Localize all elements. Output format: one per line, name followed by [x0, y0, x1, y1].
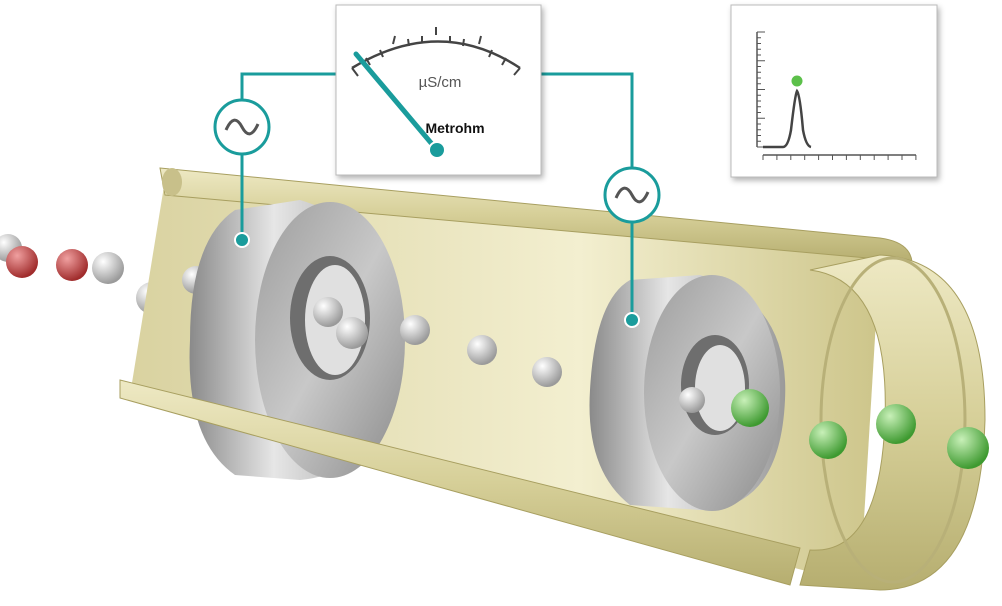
- right-electrode-ring: [589, 275, 786, 511]
- tube-lower-edge: [119, 379, 801, 586]
- ion-stream-center: [400, 315, 562, 387]
- ac-sine-icon: [603, 166, 661, 224]
- analyte-ion: [731, 389, 769, 427]
- analyte-ion: [947, 427, 989, 469]
- ion-stream-inlet: [0, 234, 168, 314]
- right-electrode-contact: [624, 312, 640, 328]
- eluent-ion: [92, 252, 124, 284]
- tube-opening: [819, 256, 967, 584]
- analyte-ion: [809, 421, 847, 459]
- ion-stream-outlet: [731, 389, 989, 469]
- metrohm-logo: Metrohm: [425, 120, 484, 136]
- meter-scale: [351, 40, 521, 70]
- eluent-ion: [532, 357, 562, 387]
- tube-upper-cut: [162, 168, 182, 196]
- eluent-ion: [336, 317, 368, 349]
- eluent-ion: [679, 387, 705, 413]
- left-electrode-contact: [234, 232, 250, 248]
- chromatogram-panel: [730, 4, 938, 178]
- analyte-peak: [763, 88, 812, 149]
- sample-cation: [6, 246, 38, 278]
- analyte-ion: [876, 404, 916, 444]
- eluent-ion: [400, 315, 430, 345]
- eluent-ion: [467, 335, 497, 365]
- analyte-marker: [791, 75, 803, 87]
- left-wire: [240, 72, 336, 100]
- ac-sine-icon: [213, 98, 271, 156]
- meter-ticks: [351, 27, 521, 77]
- right-wire: [541, 72, 634, 168]
- meter-unit-label: µS/cm: [419, 74, 462, 91]
- meter-needle: [353, 51, 440, 153]
- axis-ticks: [757, 31, 917, 160]
- needle-pivot: [428, 141, 446, 159]
- sample-cation: [56, 249, 88, 281]
- conductivity-meter: µS/cm Metrohm: [335, 4, 542, 176]
- electrode-wiring: [240, 72, 634, 320]
- eluent-ion: [313, 297, 343, 327]
